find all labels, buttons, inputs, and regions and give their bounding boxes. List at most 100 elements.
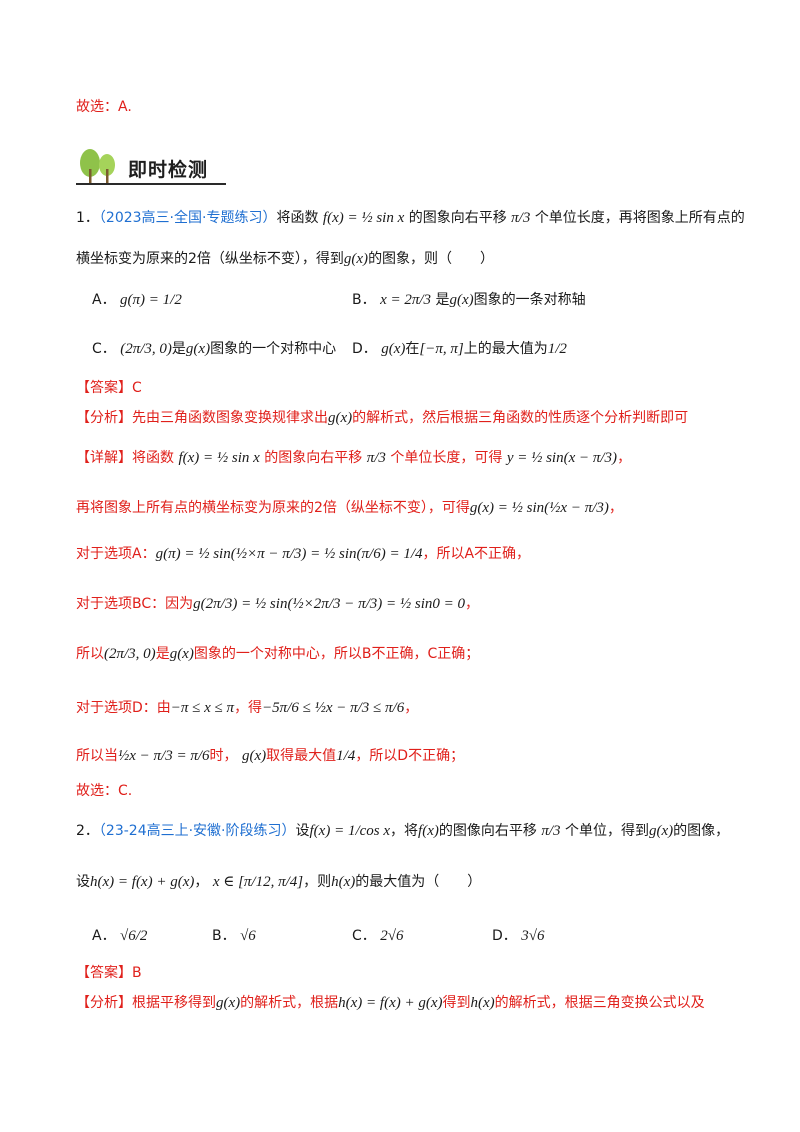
detail-math: g(2π/3) = ½ sin(½×2π/3 − π/3) = ½ sin0 =… [193,596,466,612]
q2-math: h(x) = f(x) + g(x) [90,874,195,890]
analysis-math: h(x) [470,995,495,1011]
q1-option-d[interactable]: D． g(x)在[−π, π]上的最大值为1/2 [352,338,567,358]
q2-text: 的最大值为（ ） [355,874,482,890]
detail-math: g(x) [169,646,194,662]
option-label: C． [92,341,116,357]
analysis-text: 根据平移得到 [132,995,216,1011]
option-label: D． [352,341,377,357]
q2-text: 的图像， [673,823,730,839]
q2-option-d[interactable]: D． 3√6 [492,925,544,945]
section-title: 即时检测 [128,159,209,181]
detail-math: 1/4 [336,748,356,764]
q2-option-c[interactable]: C． 2√6 [352,925,403,945]
detail-math: (2π/3, 0) [104,646,156,662]
analysis-math: g(x) [328,410,353,426]
detail-text: 将函数 [132,450,174,466]
q1-text: 将函数 [276,210,319,226]
q2-option-a[interactable]: A． √6/2 [92,925,147,945]
option-math: g(x) [381,341,406,357]
section-heading: 即时检测 [76,147,226,187]
q1-option-a[interactable]: A． g(π) = 1/2 [92,289,182,309]
q2-text: ，将 [390,823,419,839]
detail-math: g(π) = ½ sin(½×π − π/3) = ½ sin(π/6) = 1… [155,546,423,562]
q1-option-b[interactable]: B． x = 2π/3 是g(x)图象的一条对称轴 [352,289,586,309]
option-math: 1/2 [547,341,567,357]
q2-text: ，则 [303,874,332,890]
analysis-text: 得到 [442,995,471,1011]
detail-text: 时， [209,748,238,764]
detail-math: −5π/6 ≤ ½x − π/3 ≤ π/6 [262,700,405,716]
q1-line2: 横坐标变为原来的2倍（纵坐标不变），得到g(x)的图象，则（ ） [76,248,494,268]
detail-text: 再将图象上所有点的横坐标变为原来的2倍（纵坐标不变），可得 [76,500,470,516]
option-math: 2√6 [380,928,404,944]
q1-text: 个单位长度，再将图象上所有点的 [534,210,745,226]
detail-text: ， [404,700,419,716]
detail-math: π/3 [366,450,386,466]
q2-text: 个单位，得到 [564,823,649,839]
option-math: 3√6 [521,928,545,944]
detail-text: 所以当 [76,748,118,764]
q1-analysis: 【分析】先由三角函数图象变换规律求出g(x)的解析式，然后根据三角函数的性质逐个… [76,407,688,427]
section-underline [76,183,226,185]
q2-answer: 【答案】B [76,965,142,981]
q1-text: 的图象，则（ ） [368,251,495,267]
q2-math: f(x) [418,823,439,839]
q2-text: 设 [76,874,90,890]
q1-source: （2023高三·全国·专题练习） [98,210,277,226]
q2-text: 的图像向右平移 [438,823,537,839]
option-text: 上的最大值为 [463,341,548,357]
q1-when-line: 所以当½x − π/3 = π/6时， g(x)取得最大值1/4，所以D不正确； [76,745,464,765]
option-label: B． [352,292,376,308]
q2-shift: π/3 [541,823,561,839]
q1-text: 的图象向右平移 [408,210,507,226]
detail-math: y = ½ sin(x − π/3) [506,450,618,466]
q2-math: x ∈ [π/12, π/4] [212,874,304,890]
q1-choose: 故选：C. [76,783,133,799]
option-label: C． [352,928,376,944]
q1-so-line: 所以(2π/3, 0)是g(x)图象的一个对称中心，所以B不正确，C正确； [76,643,479,663]
option-text: 在 [405,341,420,357]
option-label: A． [92,292,116,308]
q1-check-bc: 对于选项BC：因为g(2π/3) = ½ sin(½×2π/3 − π/3) =… [76,593,479,613]
q2-math: h(x) [331,874,356,890]
q1-detail: 【详解】将函数 f(x) = ½ sin x 的图象向右平移 π/3 个单位长度… [76,450,632,466]
q2-analysis: 【分析】根据平移得到g(x)的解析式，根据h(x) = f(x) + g(x)得… [76,992,705,1012]
detail-text: ，所以D不正确； [355,748,465,764]
option-math: x = 2π/3 [380,292,432,308]
q1-line1: 1．（2023高三·全国·专题练习）将函数 f(x) = ½ sin x 的图象… [76,207,745,227]
detail-text: 的图象向右平移 [264,450,363,466]
option-math: √6/2 [120,928,148,944]
detail-math: g(x) = ½ sin(½x − π/3) [469,500,609,516]
detail-text: 所以 [76,646,104,662]
option-math: √6 [240,928,256,944]
q2-option-b[interactable]: B． √6 [212,925,256,945]
analysis-label: 【分析】 [76,410,132,426]
detail-math: f(x) = ½ sin x [178,450,260,466]
analysis-label: 【分析】 [76,995,132,1011]
q1-check-d: 对于选项D：由−π ≤ x ≤ π，得−5π/6 ≤ ½x − π/3 ≤ π/… [76,697,418,717]
q2-number: 2． [76,823,99,839]
q2-line1: 2．（23-24高三上·安徽·阶段练习）设f(x) = 1/cos x，将f(x… [76,820,729,840]
q1-shift: π/3 [511,210,531,226]
option-math: g(π) = 1/2 [120,292,182,308]
detail-text: 个单位长度，可得 [390,450,503,466]
q1-number: 1． [76,210,99,226]
q1-scale-line: 再将图象上所有点的横坐标变为原来的2倍（纵坐标不变），可得g(x) = ½ si… [76,500,623,516]
q2-line2: 设h(x) = f(x) + g(x)， x ∈ [π/12, π/4]，则h(… [76,871,481,891]
analysis-math: h(x) = f(x) + g(x) [338,995,443,1011]
analysis-text: 先由三角函数图象变换规律求出 [132,410,328,426]
analysis-text: 的解析式，根据 [240,995,339,1011]
option-math: (2π/3, 0) [120,341,172,357]
option-text: 图象的一个对称中心 [210,341,337,357]
option-label: A． [92,928,116,944]
q1-check-a: 对于选项A：g(π) = ½ sin(½×π − π/3) = ½ sin(π/… [76,543,530,563]
analysis-math: g(x) [216,995,241,1011]
q1-option-c[interactable]: C． (2π/3, 0)是g(x)图象的一个对称中心 [92,338,336,358]
option-math: g(x) [449,292,474,308]
analysis-text: 的解析式，根据三角变换公式以及 [494,995,705,1011]
detail-text: 对于选项D：由 [76,700,171,716]
detail-text: 取得最大值 [266,748,337,764]
detail-text: 对于选项A： [76,546,156,562]
option-label: B． [212,928,236,944]
detail-text: ， [465,596,480,612]
